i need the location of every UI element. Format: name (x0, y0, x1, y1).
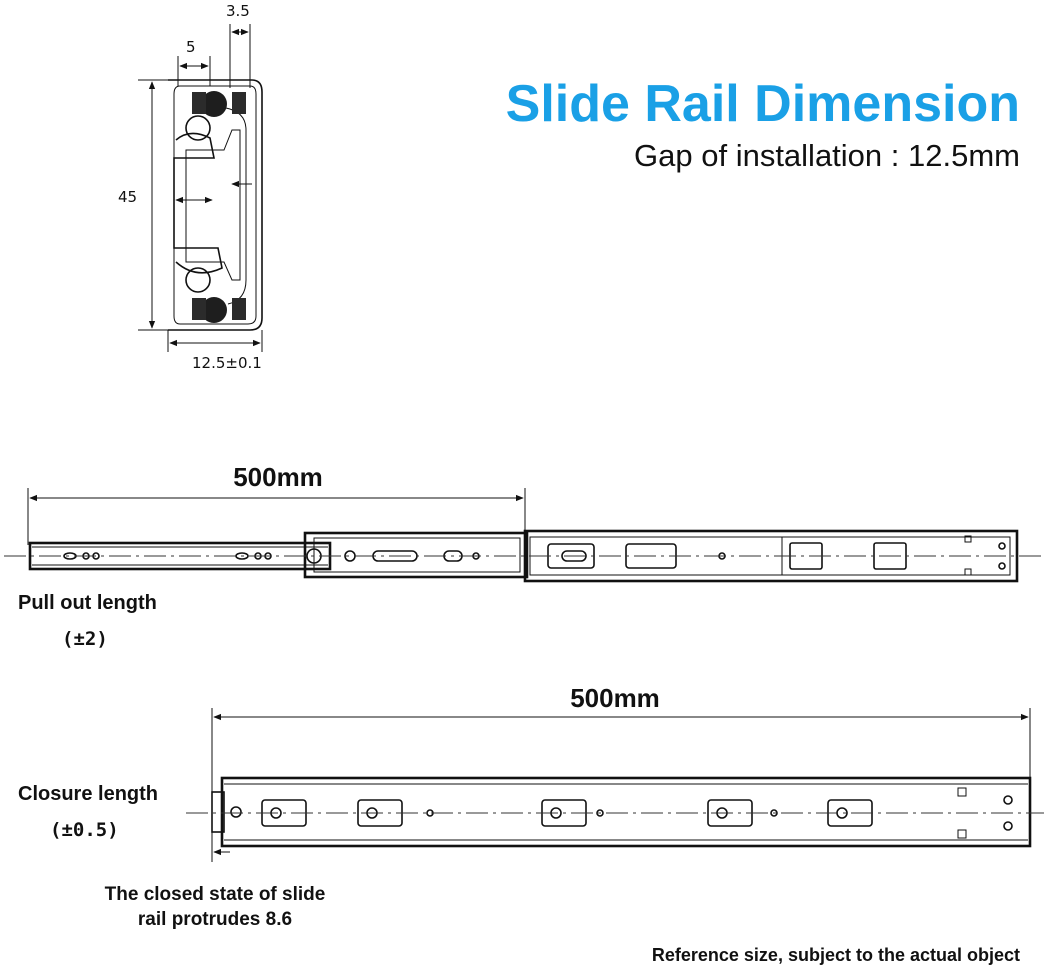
pull-out-length-dimension: 500mm (233, 462, 323, 492)
closure-view (186, 708, 1044, 862)
closure-tolerance: (±0.5) (50, 819, 119, 841)
pull-out-tolerance: (±2) (62, 628, 108, 650)
installation-gap-text: Gap of installation : 12.5mm (634, 138, 1020, 173)
pull-out-view (4, 488, 1044, 583)
closure-length-caption: Closure length (18, 783, 159, 805)
pull-out-middle-rail (303, 531, 529, 579)
closed-rail-body (220, 776, 1032, 848)
protrusion-note-line1: The closed state of slide (104, 884, 326, 905)
pull-out-length-caption: Pull out length (18, 592, 157, 614)
protrusion-note: The closed state of slide rail protrudes… (80, 882, 350, 932)
closure-length-dimension: 500mm (570, 683, 660, 713)
cross-section-view: 45 12.5±0.1 5 3.5 (118, 2, 263, 372)
cross-section-inner-profile (173, 132, 223, 274)
cross-section-top-left-label: 5 (186, 38, 196, 56)
protruding-end-cap (211, 791, 225, 833)
cross-section-height-label: 45 (118, 188, 137, 206)
pull-out-outer-rail (523, 529, 1019, 583)
reference-size-note: Reference size, subject to the actual ob… (651, 945, 1020, 965)
cross-section-width-label: 12.5±0.1 (192, 354, 262, 372)
cross-section-top-right-label: 3.5 (226, 2, 250, 20)
page-title: Slide Rail Dimension (505, 75, 1020, 133)
protrusion-note-line2: rail protrudes 8.6 (137, 909, 293, 930)
cross-section-outer-profile (168, 79, 263, 331)
lower-bearing-ball (201, 297, 227, 323)
upper-bearing-ball (201, 91, 227, 117)
